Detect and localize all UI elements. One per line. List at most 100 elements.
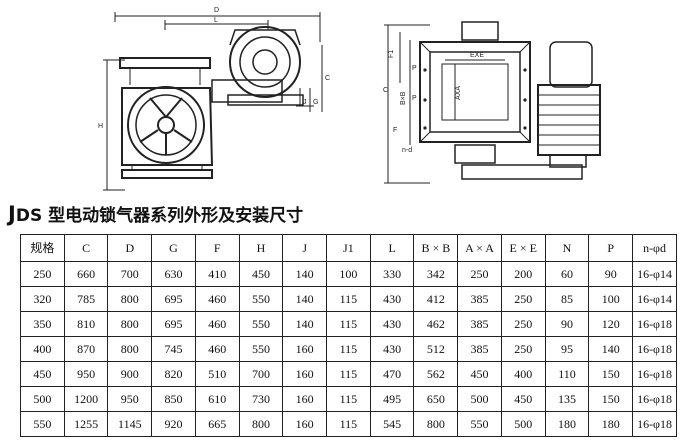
column-header: F <box>194 234 240 262</box>
table-cell: 180 <box>544 411 590 437</box>
table-cell: 160 <box>282 336 328 362</box>
table-cell: 330 <box>369 261 415 287</box>
table-cell: 550 <box>238 311 284 337</box>
table-cell: 800 <box>107 336 153 362</box>
table-cell: 800 <box>238 411 284 437</box>
column-header: E × E <box>500 234 546 262</box>
table-cell: 160 <box>282 386 328 412</box>
dim-label-F1: F1 <box>388 50 395 58</box>
column-header: J1 <box>326 234 371 262</box>
dim-label-EXE: EXE <box>470 52 484 59</box>
table-cell: 320 <box>20 286 65 312</box>
table-cell: 85 <box>544 286 590 312</box>
table-cell: 430 <box>369 336 415 362</box>
table-cell: 385 <box>457 336 502 362</box>
column-header: J <box>282 234 328 262</box>
table-cell: 115 <box>326 411 371 437</box>
table-cell: 385 <box>457 311 502 337</box>
table-cell: 950 <box>63 361 109 387</box>
column-header: N <box>544 234 590 262</box>
column-header: n-φd <box>632 234 677 262</box>
table-cell: 16-φ18 <box>632 386 677 412</box>
table-cell: 115 <box>326 336 371 362</box>
table-cell: 700 <box>238 361 284 387</box>
dim-label-J: J <box>303 99 307 106</box>
technical-drawings: D L C H J G <box>0 0 700 200</box>
table-cell: 412 <box>413 286 459 312</box>
dim-label-P-mid: P <box>412 95 417 102</box>
table-cell: 95 <box>544 336 590 362</box>
table-cell: 350 <box>20 311 65 337</box>
table-cell: 950 <box>107 386 153 412</box>
title-text: DS 型电动锁气器系列外形及安装尺寸 <box>15 206 304 226</box>
table-cell: 785 <box>63 286 109 312</box>
table-cell: 120 <box>588 311 634 337</box>
table-cell: 200 <box>500 261 546 287</box>
table-cell: 545 <box>369 411 415 437</box>
table-cell: 400 <box>20 336 65 362</box>
table-cell: 550 <box>238 336 284 362</box>
table-cell: 1145 <box>107 411 153 437</box>
table-cell: 920 <box>151 411 196 437</box>
table-cell: 660 <box>63 261 109 287</box>
table-cell: 462 <box>413 311 459 337</box>
dim-label-C: C <box>325 75 330 82</box>
table-cell: 800 <box>413 411 459 437</box>
table-cell: 250 <box>500 311 546 337</box>
table-cell: 512 <box>413 336 459 362</box>
table-cell: 450 <box>457 361 502 387</box>
table-cell: 100 <box>588 286 634 312</box>
column-header: B × B <box>413 234 459 262</box>
table-cell: 1255 <box>63 411 109 437</box>
table-cell: 16-φ18 <box>632 361 677 387</box>
title-lead-letter: J <box>8 202 16 226</box>
column-header: D <box>107 234 153 262</box>
table-cell: 140 <box>282 261 328 287</box>
table-cell: 450 <box>238 261 284 287</box>
table-cell: 16-φ18 <box>632 311 677 337</box>
table-cell: 115 <box>326 386 371 412</box>
column-header: A × A <box>457 234 502 262</box>
table-cell: 695 <box>151 311 196 337</box>
table-cell: 460 <box>194 286 240 312</box>
table-cell: 180 <box>588 411 634 437</box>
table-cell: 470 <box>369 361 415 387</box>
table-cell: 460 <box>194 336 240 362</box>
table-cell: 500 <box>457 386 502 412</box>
table-cell: 140 <box>588 336 634 362</box>
table-cell: 550 <box>20 411 65 437</box>
column-header: P <box>588 234 634 262</box>
table-cell: 400 <box>500 361 546 387</box>
table-cell: 250 <box>20 261 65 287</box>
table-cell: 610 <box>194 386 240 412</box>
dim-label-BxB: B×B <box>400 91 407 105</box>
table-cell: 140 <box>282 286 328 312</box>
table-cell: 430 <box>369 311 415 337</box>
table-cell: 630 <box>151 261 196 287</box>
table-cell: 250 <box>500 286 546 312</box>
table-cell: 450 <box>20 361 65 387</box>
table-cell: 450 <box>500 386 546 412</box>
table-cell: 115 <box>326 286 371 312</box>
table-cell: 16-φ14 <box>632 286 677 312</box>
front-elevation-drawing: D L C H J G <box>98 7 330 191</box>
table-cell: 510 <box>194 361 240 387</box>
table-cell: 110 <box>544 361 590 387</box>
table-cell: 90 <box>544 311 590 337</box>
dim-label-H: H <box>98 123 103 130</box>
table-cell: 550 <box>457 411 502 437</box>
table-cell: 665 <box>194 411 240 437</box>
table-cell: 850 <box>151 386 196 412</box>
table-cell: 800 <box>107 286 153 312</box>
table-cell: 250 <box>457 261 502 287</box>
table-cell: 115 <box>326 311 371 337</box>
table-cell: 745 <box>151 336 196 362</box>
table-cell: 160 <box>282 411 328 437</box>
table-cell: 495 <box>369 386 415 412</box>
table-cell: 150 <box>588 386 634 412</box>
table-cell: 700 <box>107 261 153 287</box>
